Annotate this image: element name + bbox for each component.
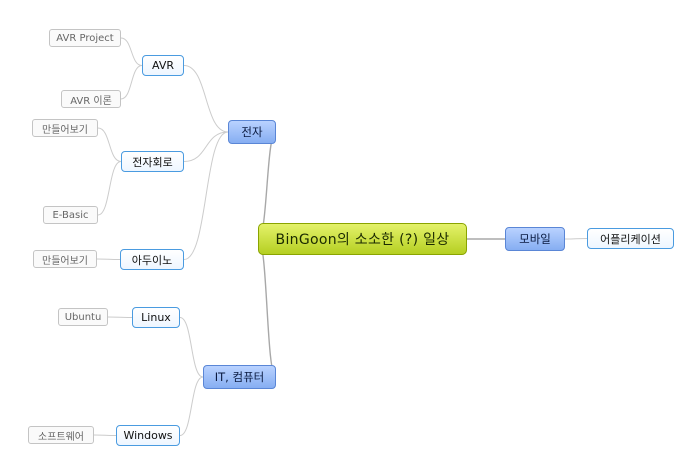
node-application[interactable]: 어플리케이션 bbox=[587, 228, 674, 249]
link-electronics-circuit bbox=[183, 131, 229, 162]
link-root-it bbox=[257, 238, 277, 378]
link-mobile-app bbox=[564, 238, 588, 240]
node-avr-project[interactable]: AVR Project bbox=[49, 29, 121, 47]
link-it-windows bbox=[179, 376, 204, 436]
link-avr-theory bbox=[120, 65, 143, 100]
link-electronics-avr bbox=[183, 65, 229, 133]
node-windows[interactable]: Windows bbox=[116, 425, 180, 446]
node-linux[interactable]: Linux bbox=[132, 307, 180, 328]
link-avr-project bbox=[120, 37, 143, 66]
node-arduino[interactable]: 아두이노 bbox=[120, 249, 184, 270]
link-circuit-make bbox=[97, 127, 122, 162]
node-electronics[interactable]: 전자 bbox=[228, 120, 276, 144]
node-circuit-make[interactable]: 만들어보기 bbox=[32, 119, 98, 137]
node-circuit[interactable]: 전자회로 bbox=[121, 151, 184, 172]
link-linux-ubuntu bbox=[107, 316, 133, 318]
node-it-computer[interactable]: IT, 컴퓨터 bbox=[203, 365, 276, 389]
node-software[interactable]: 소프트웨어 bbox=[28, 426, 94, 444]
link-circuit-ebasic bbox=[97, 161, 122, 216]
node-mobile[interactable]: 모바일 bbox=[505, 227, 565, 251]
link-it-linux bbox=[179, 317, 204, 378]
node-ebasic[interactable]: E-Basic bbox=[43, 206, 98, 224]
node-arduino-make[interactable]: 만들어보기 bbox=[33, 250, 97, 268]
node-root[interactable]: BinGoon의 소소한 (?) 일상 bbox=[258, 223, 467, 255]
node-avr[interactable]: AVR bbox=[142, 55, 184, 76]
link-windows-software bbox=[93, 434, 117, 436]
link-arduino-make bbox=[96, 258, 121, 260]
link-electronics-arduino bbox=[183, 131, 229, 260]
node-avr-theory[interactable]: AVR 이론 bbox=[61, 90, 121, 108]
node-ubuntu[interactable]: Ubuntu bbox=[58, 308, 108, 326]
